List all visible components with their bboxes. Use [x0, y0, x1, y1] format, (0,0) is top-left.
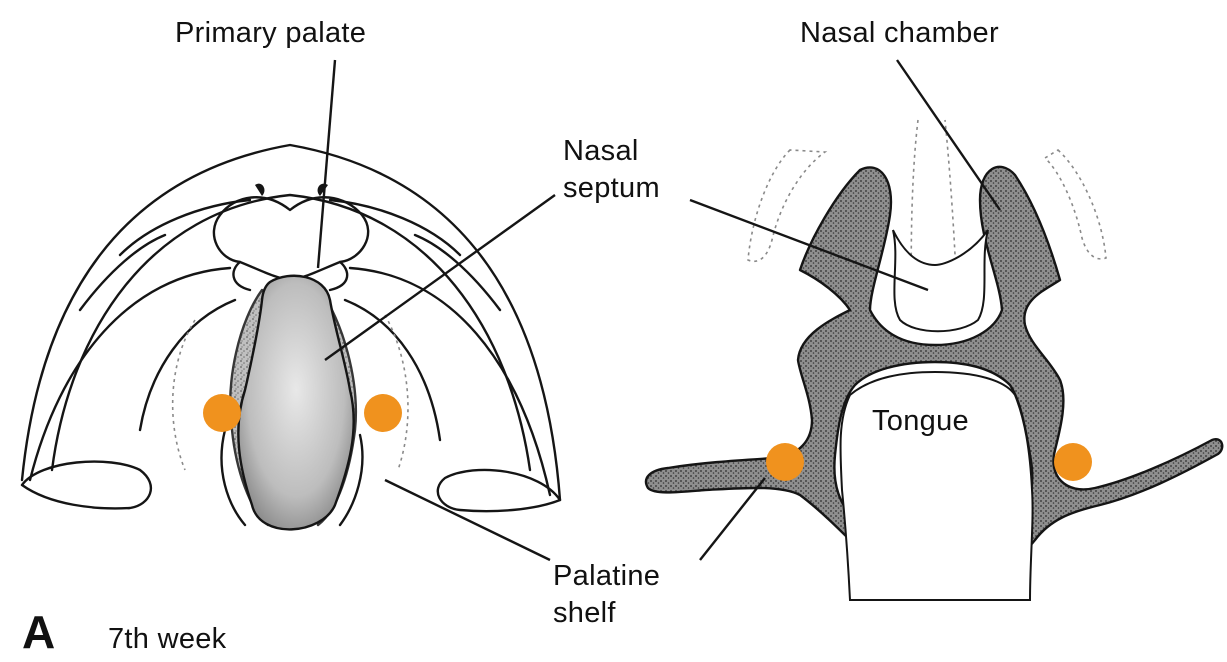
- nostril-left: [255, 184, 264, 196]
- label-nasal-septum-line2: septum: [563, 172, 660, 204]
- label-tongue: Tongue: [872, 405, 969, 437]
- left-palate-view: [22, 145, 560, 529]
- marker-right-1: [766, 443, 804, 481]
- dotted-right-cavity: [1045, 150, 1106, 259]
- maxillary-left-line: [80, 235, 165, 310]
- leader-nasal-chamber: [897, 60, 1000, 210]
- nasal-chamber-inner: [893, 230, 988, 331]
- panel-letter: A: [22, 606, 55, 658]
- label-palatine-shelf-line2: shelf: [553, 597, 616, 629]
- marker-left-1: [203, 394, 241, 432]
- leader-palatine-shelf-left: [385, 480, 550, 560]
- mandible-right: [438, 470, 560, 511]
- dotted-left: [173, 320, 195, 470]
- lateral-wall-left: [30, 268, 230, 480]
- leader-primary-palate: [318, 60, 335, 268]
- maxillary-right-line: [415, 235, 500, 310]
- right-coronal-view: [646, 120, 1222, 600]
- marker-right-2: [1054, 443, 1092, 481]
- leader-nasal-septum-left: [325, 195, 555, 360]
- lateral-wall-right: [350, 268, 550, 495]
- label-primary-palate: Primary palate: [175, 17, 366, 49]
- label-nasal-septum-line1: Nasal: [563, 135, 639, 167]
- marker-left-2: [364, 394, 402, 432]
- nostril-right: [318, 184, 328, 196]
- leader-nasal-septum-right: [690, 200, 928, 290]
- mandible-left: [22, 462, 151, 509]
- label-nasal-chamber: Nasal chamber: [800, 17, 999, 49]
- label-palatine-shelf-line1: Palatine: [553, 560, 660, 592]
- stage-label: 7th week: [108, 623, 227, 655]
